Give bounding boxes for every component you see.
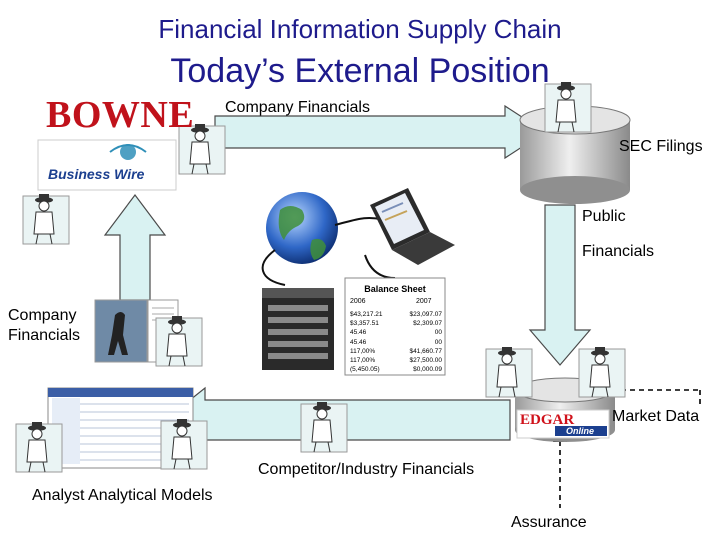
label-company-financials-left: Financials [8, 327, 81, 344]
balance-sheet-cell: $27,500.00 [409, 357, 442, 365]
balance-sheet-row: (5,450.05) $0,000.09 [350, 365, 442, 374]
person-icon [300, 402, 348, 453]
balance-sheet-cell: 45.46 [350, 329, 367, 337]
label-market-data: Market Data [612, 408, 700, 425]
person-icon [578, 347, 626, 398]
balance-sheet-cell: 00 [434, 338, 442, 346]
arrow-company-up [103, 194, 167, 301]
laptop-icon [370, 188, 455, 265]
bowne-logo: BOWNE [46, 94, 195, 136]
diagram-subtitle: Today’s External Position [170, 52, 550, 90]
business-wire-text: Business Wire [48, 166, 145, 182]
person-icon [178, 124, 226, 175]
edgar-online-text: Online [566, 426, 595, 436]
balance-sheet-cell: 00 [434, 329, 442, 337]
label-analyst-models: Analyst Analytical Models [32, 487, 213, 504]
edgar-text: EDGAR [520, 412, 575, 428]
balance-sheet-col: 2006 [350, 298, 366, 305]
balance-sheet-col: 2007 [416, 298, 432, 305]
server-icon [262, 288, 334, 370]
balance-sheet-cell: $41,660.77 [409, 347, 442, 355]
business-wire-logo [37, 139, 177, 191]
globe-icon [266, 192, 338, 264]
arrow-sec-to-edgar [528, 204, 592, 366]
label-company-financials: Company Financials [225, 99, 370, 116]
person-icon [485, 347, 533, 398]
diagram-title: Financial Information Supply Chain [158, 14, 562, 44]
label-public: Public [582, 208, 626, 225]
balance-sheet-card [344, 277, 446, 376]
network-cable [261, 249, 286, 286]
balance-sheet-cell: $23,097.07 [409, 311, 442, 318]
balance-sheet-title: Balance Sheet [364, 284, 426, 294]
network-cable [364, 254, 396, 279]
balance-sheet-cell: (5,450.05) [350, 366, 380, 374]
label-sec-filings: SEC Filings [619, 138, 703, 155]
balance-sheet-row: 117,00% $27,500.00 [350, 356, 442, 365]
balance-sheet-row: 45.46 00 [350, 328, 442, 337]
balance-sheet-cell: 117,00% [350, 357, 376, 365]
balance-sheet-row: 117,00% $41,660.77 [350, 347, 442, 356]
balance-sheet-row: $3,357.51 $2,309.07 [350, 319, 442, 328]
label-company: Company [8, 307, 77, 324]
person-icon [155, 316, 203, 367]
person-icon [160, 419, 208, 470]
balance-sheet-row: 45.46 00 [350, 338, 442, 347]
label-competitor-industry: Competitor/Industry Financials [258, 461, 475, 478]
label-assurance: Assurance [511, 514, 587, 531]
label-financials: Financials [582, 243, 655, 260]
person-icon [15, 422, 63, 473]
balance-sheet-cell: $43,217.21 [350, 311, 383, 318]
balance-sheet-cell: 45.46 [350, 338, 367, 346]
balance-sheet-cell: $0,000.09 [413, 366, 442, 374]
balance-sheet-cell: $3,357.51 [350, 320, 379, 328]
edgar-online-logo [516, 409, 610, 439]
person-icon [544, 82, 592, 133]
balance-sheet-row: $43,217.21 $23,097.07 [350, 310, 442, 319]
person-icon [22, 194, 70, 245]
balance-sheet-cell: $2,309.07 [413, 320, 442, 328]
balance-sheet-cell: 117,00% [350, 347, 376, 355]
